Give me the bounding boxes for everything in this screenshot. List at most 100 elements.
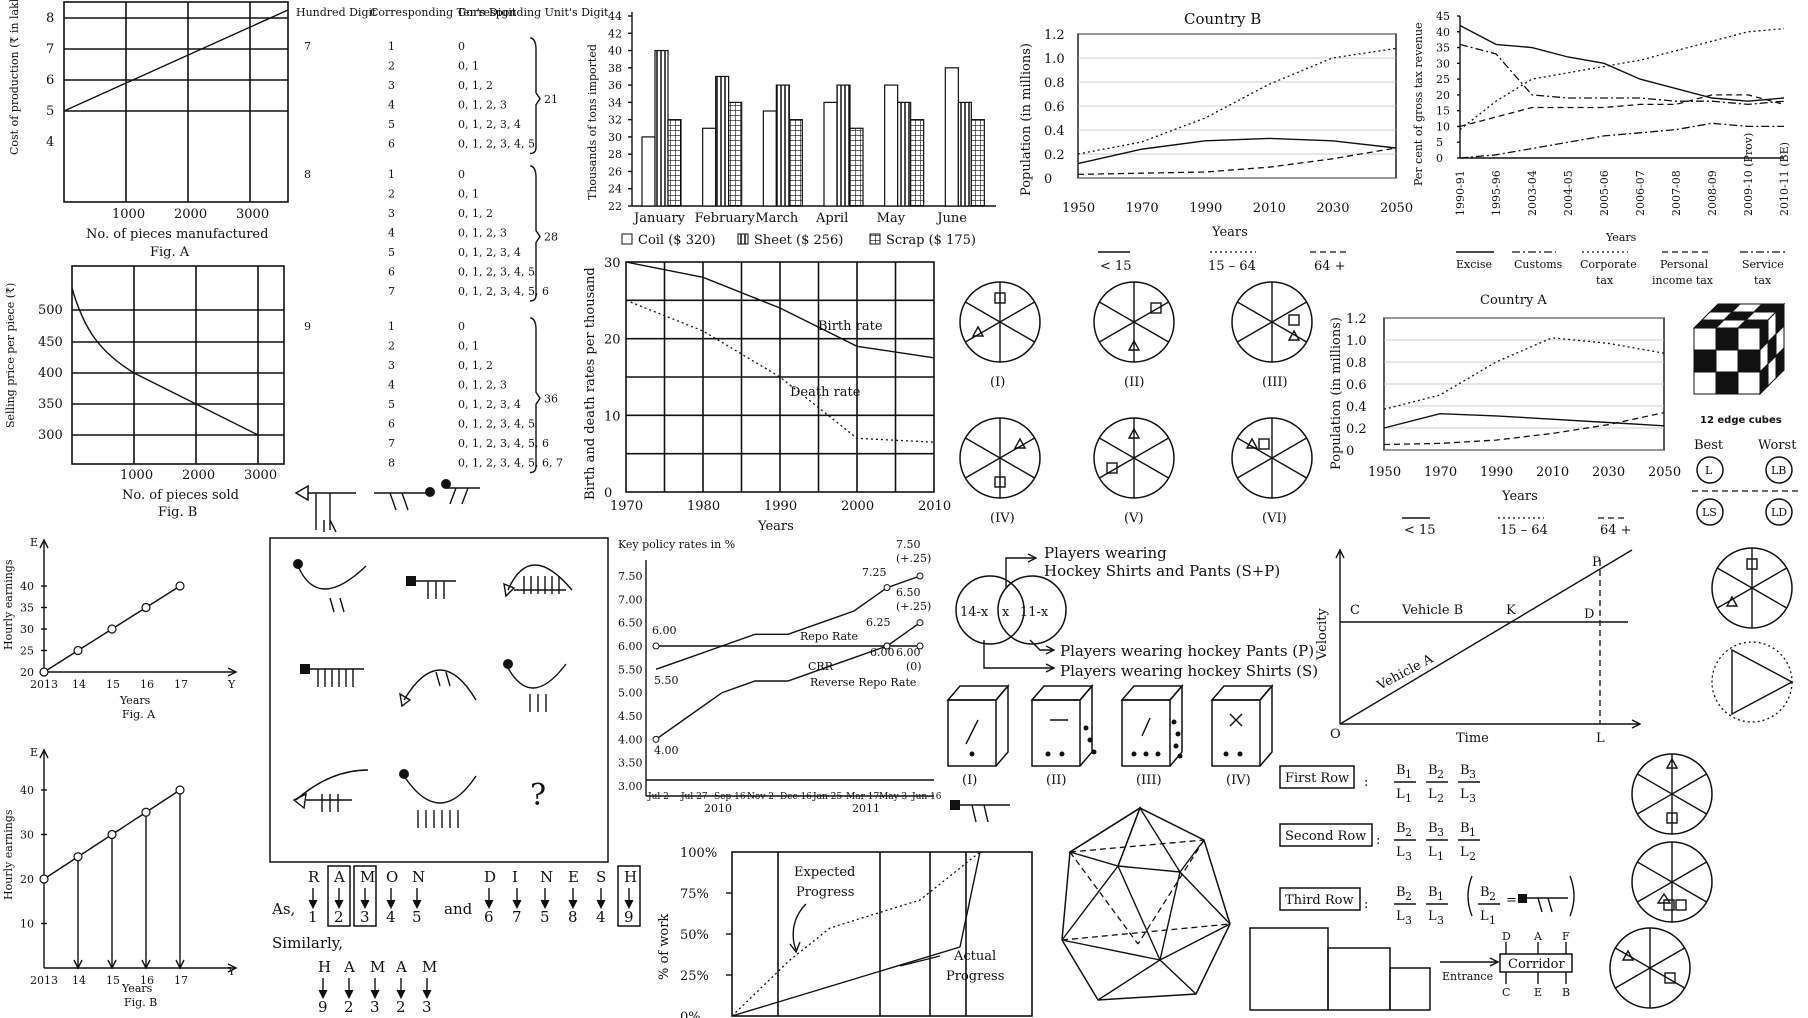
hundred-digit: 8 [304, 168, 311, 181]
fig-b-xtick: 2000 [182, 468, 215, 483]
row-fraction-num: B [1428, 763, 1438, 778]
code-number: 6 [484, 908, 494, 926]
square-mark [1666, 812, 1678, 824]
legend-customs: Customs [1514, 258, 1563, 271]
digit-table: Hundred Digit Corresponding Ten's Digit … [296, 6, 609, 474]
tax-xtick: 2008-09 [1706, 170, 1719, 216]
hourly-xtick: 2013 [30, 678, 58, 691]
tens-digit: 4 [388, 379, 395, 392]
pt-P: P [1592, 555, 1601, 570]
row-fraction-den: L [1460, 845, 1469, 860]
tax-xtick: 2003-04 [1526, 170, 1539, 216]
die-side [995, 683, 1009, 767]
bar [897, 101, 912, 207]
die-side [1169, 683, 1183, 767]
code-arrowhead [386, 899, 396, 910]
policy-annotation: 6.00 [870, 646, 895, 659]
dice-label: (III) [1136, 773, 1162, 788]
symbol-matrix-box: ? [269, 537, 609, 863]
policy-ytick: 4.00 [618, 733, 643, 746]
pop-ytick: 1.2 [1044, 28, 1065, 43]
birth-xlabel: Years [757, 519, 794, 534]
units-digits: 0 [458, 168, 465, 181]
actual-progress-line [731, 946, 961, 1017]
pop-xtick: 1990 [1189, 201, 1222, 216]
triangle-mark [1287, 329, 1301, 341]
checker-cube: 12 edge cubes Best Worst L LB LS LD [1692, 302, 1800, 526]
bar [970, 119, 985, 207]
tax-revenue-chart: Per cent of gross tax revenue Years 4540… [1412, 10, 1791, 244]
dice-label: (I) [962, 773, 977, 788]
code-number: 4 [596, 908, 606, 926]
cube-front-cell [1737, 327, 1761, 351]
units-digits: 0 [458, 320, 465, 333]
code-letter: A [395, 958, 407, 976]
die-pip [1173, 743, 1179, 749]
fig-a-ytick: 7 [46, 42, 54, 57]
venn-diagram: 14-x x 11-x Players wearing Hockey Shirt… [955, 544, 1318, 680]
country-a-title: Country A [1480, 293, 1547, 308]
units-digits: 0, 1, 2, 3, 4 [458, 118, 521, 131]
row-fraction-den: L [1428, 787, 1437, 802]
group-total: 36 [544, 392, 558, 405]
tens-digit: 1 [388, 320, 395, 333]
fig-a-ytick: 4 [46, 135, 54, 150]
hourly-b-e: E [30, 746, 38, 759]
hourly-ytick: 40 [20, 580, 34, 593]
progress-ylabel: % of work [657, 914, 672, 980]
birth-xtick: 2000 [841, 499, 874, 514]
country-b-ylabel: Population (in millions) [1019, 43, 1034, 196]
legend-a-under15: < 15 [1404, 523, 1436, 538]
die-pip [1087, 737, 1093, 743]
hourly-b-ylabel: Hourly earnings [2, 809, 15, 900]
country-a-ylabel: Population (in millions) [1329, 317, 1344, 470]
policy-annotation: 4.00 [654, 744, 679, 757]
code-arrowhead [512, 899, 522, 910]
tax-xtick: 2009-10 (Prov) [1742, 133, 1755, 216]
group-brace [529, 37, 541, 155]
cube-front-cell [1737, 349, 1761, 373]
right-circle-figures [1609, 547, 1794, 1009]
row-fraction-num: B [1396, 763, 1406, 778]
tax-ytick: 40 [1436, 26, 1450, 39]
die-mark [965, 719, 979, 745]
tens-digit: 1 [388, 168, 395, 181]
policy-annotation: (+.25) [896, 552, 931, 565]
venn-label-2: Hockey Shirts and Pants (S+P) [1044, 562, 1280, 580]
hourly-a-caption: Fig. A [122, 708, 156, 721]
dotted-circle [1711, 641, 1793, 723]
tens-digit: 7 [388, 285, 395, 298]
bar-legend-label: Scrap ($ 175) [886, 233, 976, 248]
bar-legend-label: Coil ($ 320) [638, 233, 716, 248]
pop-xtick: 2050 [1380, 201, 1413, 216]
code-letter: H [624, 868, 637, 886]
policy-xtick: Jan 25 [812, 792, 842, 802]
letter-number-code: As, and Similarly, R1A2M3O4N5D6I7N5E8S4H… [271, 865, 641, 1016]
hourly-ytick: 30 [20, 623, 34, 636]
fig-a-ylabel: Cost of production (₹ in lakhs) [8, 0, 21, 155]
policy-annotation: (+.25) [896, 600, 931, 613]
row-fraction-num-sub: 3 [1437, 826, 1444, 839]
fig-b-caption: Fig. B [158, 505, 197, 520]
circle-label: (IV) [990, 511, 1015, 526]
tens-digit: 4 [388, 227, 395, 240]
bar-ytick: 30 [608, 131, 622, 144]
triangle-mark [1621, 949, 1635, 961]
circle-label: (V) [1124, 511, 1144, 526]
policy-ytick: 3.00 [618, 780, 643, 793]
row-fraction-den: L [1428, 845, 1437, 860]
policy-xtick: May 3 [879, 792, 908, 802]
row-fraction-num-sub: 1 [1405, 768, 1412, 781]
code-box [327, 865, 351, 927]
tens-digit: 3 [388, 207, 395, 220]
symbol-arc [403, 669, 477, 701]
row-fraction-den: L [1428, 909, 1437, 924]
fig-a-ytick: 6 [46, 73, 54, 88]
symbol-arrow [399, 692, 412, 708]
units-digits: 0, 1, 2, 3 [458, 379, 507, 392]
pop-ytick: 0.8 [1346, 356, 1367, 371]
bar-ytick: 36 [608, 79, 622, 92]
code-letter: N [540, 868, 553, 886]
units-digits: 0, 1, 2, 3, 4, 5, 6 [458, 285, 549, 298]
